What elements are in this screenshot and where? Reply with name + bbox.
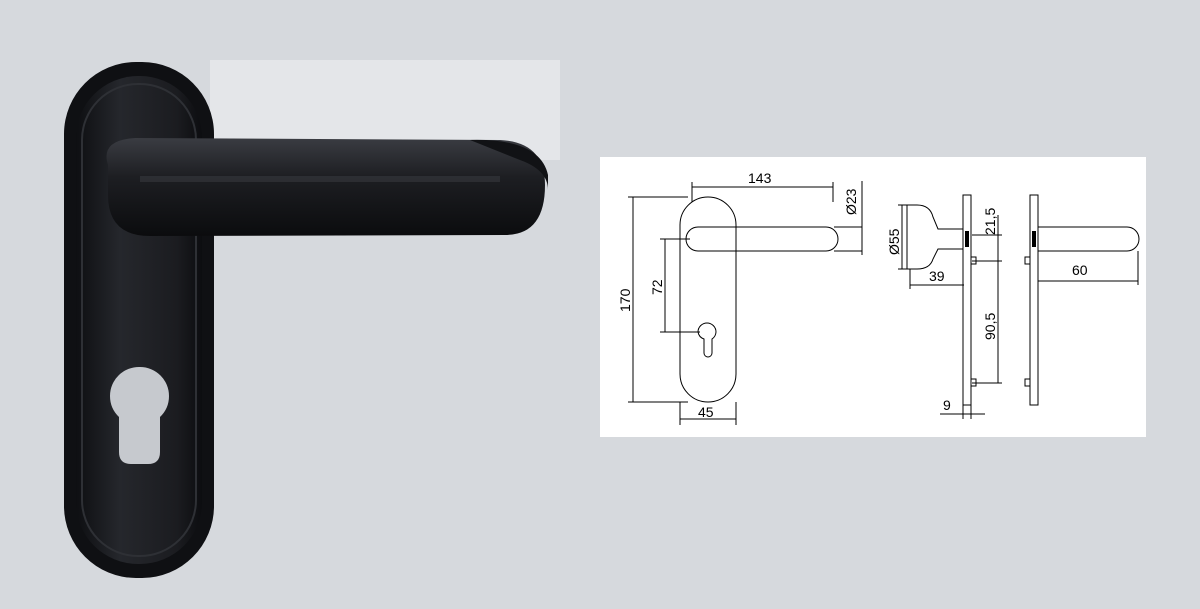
dim-170: 170 <box>617 288 633 312</box>
lever-tip <box>470 139 548 190</box>
front-lever <box>685 226 839 252</box>
backplate-edge <box>81 83 197 557</box>
drawing-svg: 143 Ø23 170 72 45 Ø55 39 21,5 90,5 9 60 <box>617 170 1140 425</box>
front-plate <box>679 196 737 403</box>
side2-lever <box>1038 226 1140 252</box>
dim-21-5: 21,5 <box>982 208 998 235</box>
side2-screw-2 <box>1024 378 1031 387</box>
lever-highlight <box>140 176 500 182</box>
handle-photo <box>64 60 560 578</box>
technical-drawing: 143 Ø23 170 72 45 Ø55 39 21,5 90,5 9 60 <box>600 157 1146 437</box>
keyhole <box>110 366 169 464</box>
side2-plate <box>1029 194 1039 406</box>
side2-lever-stub <box>1032 231 1036 247</box>
side-lever-stub <box>965 231 969 247</box>
dim-45: 45 <box>698 404 714 420</box>
side2-screw-1 <box>1024 256 1031 265</box>
lever <box>106 138 545 236</box>
dim-9: 9 <box>943 397 951 413</box>
front-keyhole <box>697 322 717 358</box>
dim-143: 143 <box>748 170 772 186</box>
dim-60: 60 <box>1072 262 1088 278</box>
dim-90-5: 90,5 <box>982 313 998 340</box>
dim-o55: Ø55 <box>886 228 902 255</box>
dim-72: 72 <box>649 279 665 295</box>
side-knob <box>906 204 964 270</box>
side-plate <box>962 194 972 406</box>
dim-o23: Ø23 <box>843 188 859 215</box>
dim-39: 39 <box>929 268 945 284</box>
